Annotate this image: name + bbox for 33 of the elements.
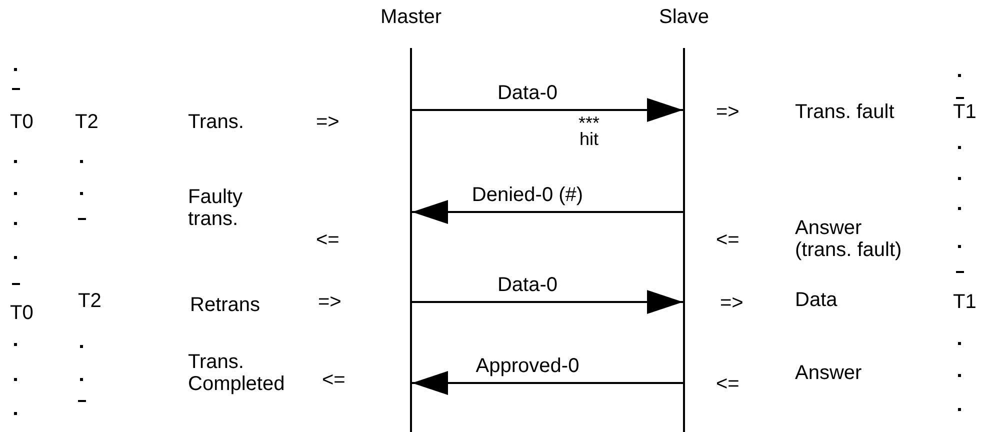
timestamp-label: T1 — [953, 291, 976, 313]
message-arrow — [412, 98, 683, 122]
direction-symbol: => — [316, 111, 340, 133]
direction-symbol: => — [716, 101, 740, 123]
timestamp-label: T0 — [10, 111, 34, 133]
message-arrow — [412, 290, 683, 314]
direction-symbol: <= — [322, 369, 346, 391]
message-arrow — [412, 371, 683, 395]
event-label: Answer (trans. fault) — [795, 217, 903, 261]
direction-symbol: => — [720, 292, 744, 314]
event-label: Faulty trans. — [188, 186, 244, 230]
direction-symbol: <= — [716, 373, 740, 395]
event-label: Trans. — [188, 111, 244, 133]
event-label: Data — [795, 289, 838, 311]
message-label: Denied-0 (#) — [470, 184, 584, 206]
message-label: Data-0 — [496, 274, 559, 296]
message-label: Data-0 — [496, 82, 559, 104]
message-arrow — [412, 200, 683, 224]
message-label: Approved-0 — [474, 355, 580, 377]
event-label: Answer — [795, 362, 862, 384]
timestamp-label: T2 — [75, 111, 98, 133]
event-label: Retrans — [190, 294, 260, 316]
direction-symbol: => — [318, 291, 342, 313]
timestamp-label: T2 — [78, 290, 102, 312]
note-label: *** hit — [577, 115, 600, 147]
timestamp-label: T0 — [10, 302, 34, 324]
timestamp-label: T1 — [953, 101, 976, 123]
participant-label: Master — [379, 6, 443, 28]
direction-symbol: <= — [316, 229, 340, 251]
event-label: Trans. Completed — [188, 351, 286, 395]
direction-symbol: <= — [716, 229, 740, 251]
participant-label: Slave — [658, 6, 710, 28]
event-label: Trans. fault — [795, 101, 894, 123]
